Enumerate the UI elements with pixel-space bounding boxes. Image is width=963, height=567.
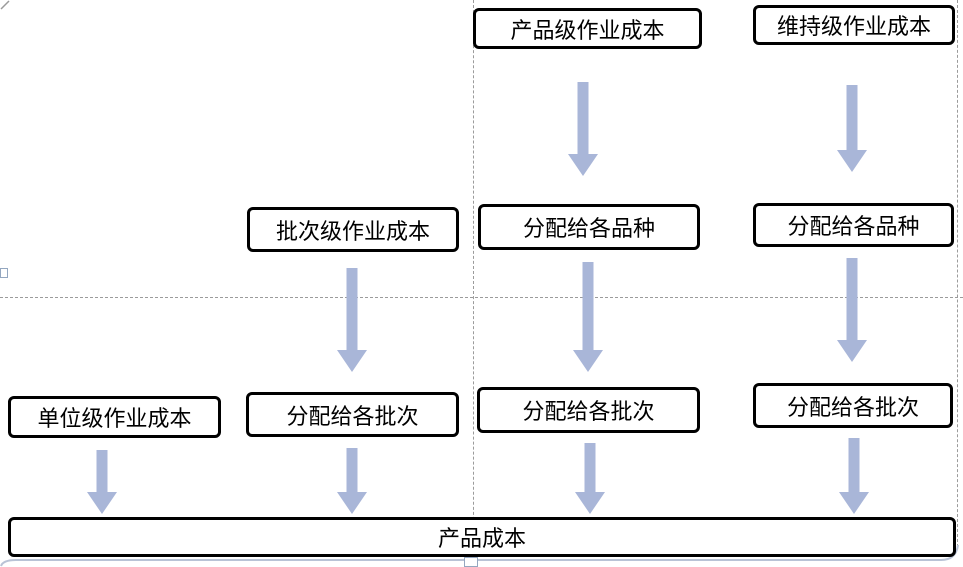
node-label: 产品成本 bbox=[437, 526, 526, 551]
down-arrow[interactable] bbox=[87, 450, 117, 514]
node-allocate-to-batches-right[interactable]: 分配给各批次 bbox=[753, 383, 953, 428]
node-label: 分配给各批次 bbox=[286, 403, 419, 429]
node-allocate-to-batches-left[interactable]: 分配给各批次 bbox=[246, 392, 459, 437]
down-arrow[interactable] bbox=[337, 268, 367, 372]
down-arrow[interactable] bbox=[839, 438, 869, 514]
node-label: 分配给各品种 bbox=[522, 216, 655, 241]
node-label: 维持级作业成本 bbox=[776, 14, 931, 39]
bottom-resize-handle[interactable] bbox=[464, 557, 478, 567]
node-allocate-to-varieties-mid[interactable]: 分配给各品种 bbox=[478, 204, 700, 250]
node-label: 单位级作业成本 bbox=[37, 406, 192, 431]
vertical-gridline-right bbox=[957, 0, 958, 547]
down-arrow[interactable] bbox=[337, 448, 367, 514]
down-arrow[interactable] bbox=[575, 443, 605, 514]
left-resize-handle[interactable] bbox=[0, 268, 8, 278]
node-unit-level-activity-cost[interactable]: 单位级作业成本 bbox=[8, 396, 221, 438]
node-label: 分配给各批次 bbox=[786, 394, 919, 420]
node-product-cost[interactable]: 产品成本 bbox=[8, 517, 956, 557]
horizontal-gridline bbox=[0, 297, 963, 298]
down-arrow[interactable] bbox=[573, 262, 603, 372]
node-sustaining-level-activity-cost[interactable]: 维持级作业成本 bbox=[753, 5, 955, 45]
node-label: 分配给各批次 bbox=[522, 399, 655, 424]
canvas-corner-mark bbox=[0, 0, 10, 10]
node-label: 分配给各品种 bbox=[787, 214, 920, 239]
node-allocate-to-batches-mid[interactable]: 分配给各批次 bbox=[477, 387, 700, 433]
node-label: 批次级作业成本 bbox=[275, 218, 430, 244]
node-label: 产品级作业成本 bbox=[510, 17, 665, 43]
node-product-level-activity-cost[interactable]: 产品级作业成本 bbox=[473, 8, 702, 49]
node-allocate-to-varieties-right[interactable]: 分配给各品种 bbox=[753, 203, 954, 247]
vertical-gridline-center bbox=[473, 0, 474, 560]
down-arrow[interactable] bbox=[568, 82, 598, 176]
down-arrow[interactable] bbox=[837, 85, 867, 172]
down-arrow[interactable] bbox=[837, 258, 867, 362]
node-batch-level-activity-cost[interactable]: 批次级作业成本 bbox=[247, 207, 459, 252]
